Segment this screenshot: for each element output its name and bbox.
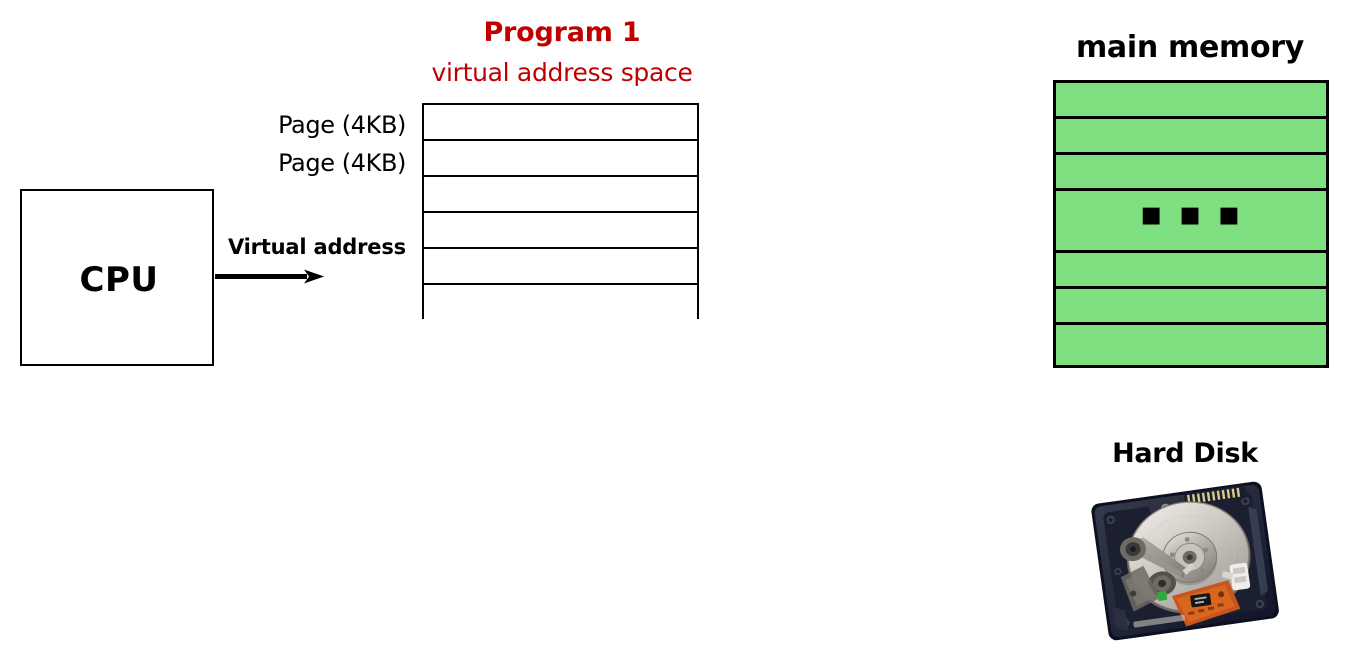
memory-frame	[1056, 83, 1326, 119]
right-arrow-icon	[215, 269, 324, 284]
cpu-label: CPU	[79, 259, 159, 300]
vas-row	[424, 249, 697, 285]
vas-row	[424, 285, 697, 321]
hard-disk-title: Hard Disk	[1112, 438, 1258, 469]
virtual-address-label: Virtual address	[228, 235, 406, 259]
memory-frame	[1056, 325, 1326, 361]
vas-row	[424, 105, 697, 141]
memory-frame	[1056, 119, 1326, 155]
main-memory-title: main memory	[1075, 30, 1305, 65]
virtual-address-space-table	[422, 103, 699, 321]
memory-frame	[1056, 289, 1326, 325]
memory-frame-ellipsis: ▪ ▪ ▪	[1056, 191, 1326, 253]
memory-frame	[1056, 253, 1326, 289]
cpu-box: CPU	[20, 189, 214, 366]
memory-ellipsis: ▪ ▪ ▪	[1139, 193, 1243, 234]
hard-disk-photo	[1091, 481, 1279, 641]
program-subtitle: virtual address space	[431, 58, 693, 87]
vas-row	[424, 213, 697, 249]
memory-frame	[1056, 155, 1326, 191]
page-label-0: Page (4KB)	[278, 111, 406, 139]
vas-row	[424, 177, 697, 213]
vas-row	[424, 141, 697, 177]
main-memory-block: ▪ ▪ ▪	[1053, 80, 1329, 368]
page-label-1: Page (4KB)	[278, 149, 406, 177]
program-title: Program 1	[483, 17, 641, 48]
